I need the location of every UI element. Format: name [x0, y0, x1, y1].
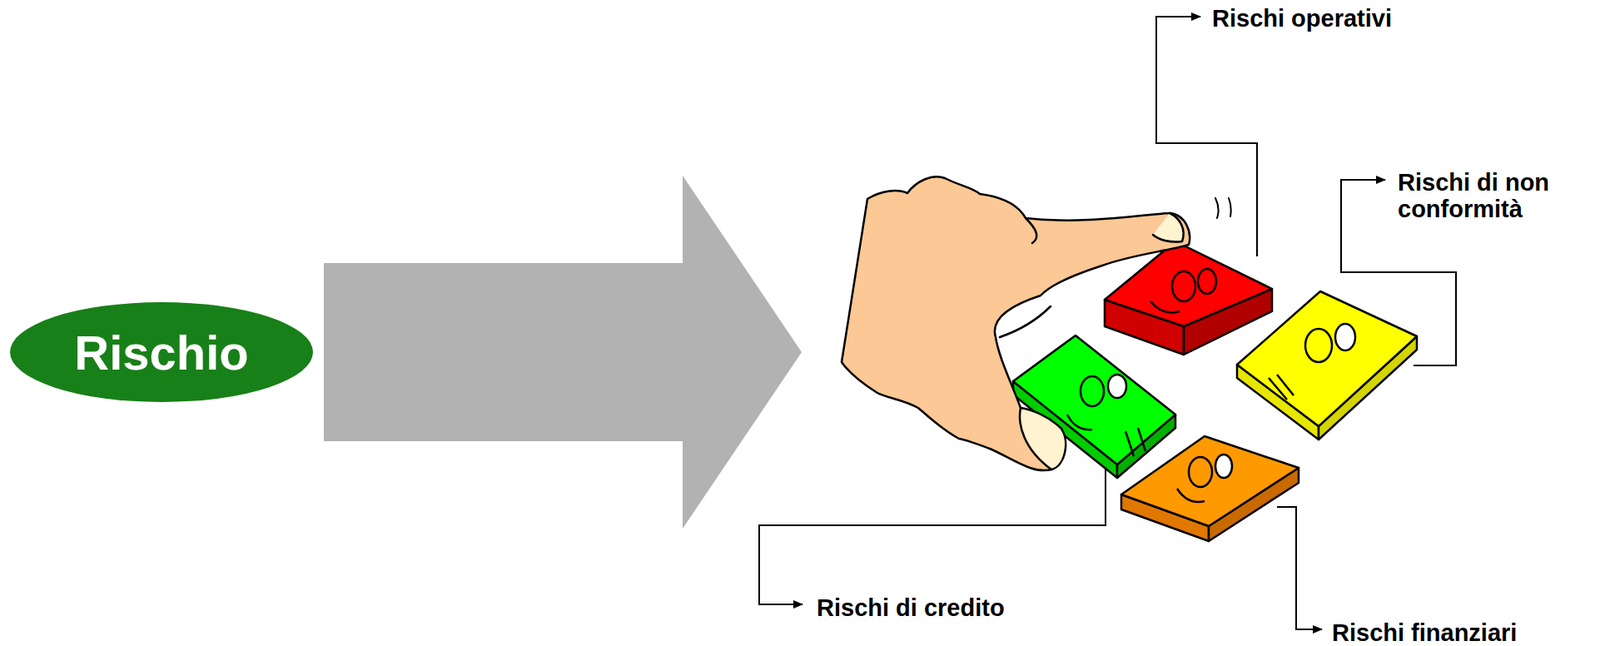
green-button	[1013, 335, 1176, 478]
risk-label: Rischi di non conformità	[1397, 168, 1591, 223]
risk-label: Rischi operativi	[1212, 4, 1512, 32]
grey-arrow	[323, 175, 802, 529]
node-title: Rischio	[74, 324, 249, 381]
hand	[841, 176, 1232, 471]
risk-label: Rischi finanziari	[1331, 619, 1599, 646]
risk-ellipse: Rischio	[9, 302, 314, 403]
risk-label: Rischi di credito	[816, 594, 1084, 622]
leader-lines	[759, 16, 1456, 630]
